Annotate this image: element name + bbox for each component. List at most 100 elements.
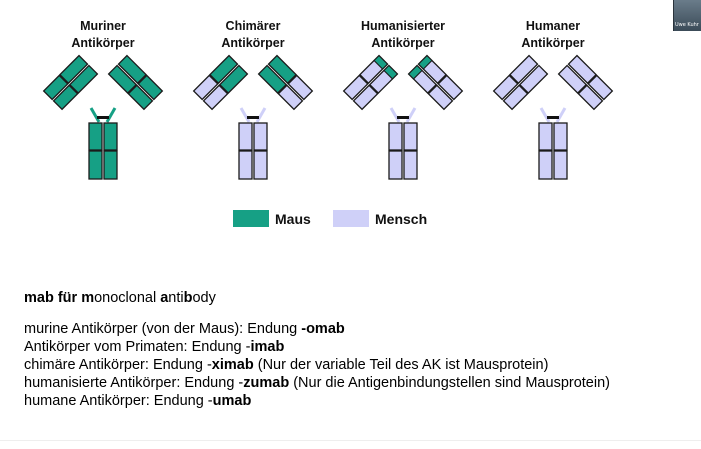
constant-domain	[577, 84, 604, 111]
fc-domain	[103, 122, 118, 151]
suffix-bold: zumab	[243, 375, 290, 391]
fc-domain	[403, 150, 418, 180]
variable-domain	[557, 64, 588, 94]
fab-arm-right	[557, 54, 614, 111]
constant-domain	[342, 74, 369, 101]
disulfide-bridge	[247, 116, 259, 119]
antibody-title-line1: Chimärer	[225, 19, 281, 33]
suffix-line-chimeric: chimäre Antikörper: Endung -ximab (Nur d…	[24, 356, 610, 374]
fab-arm-left	[342, 54, 399, 111]
suffix-line-primate: Antikörper vom Primaten: Endung -imab	[24, 338, 610, 356]
variable-domain	[509, 54, 539, 85]
suffix-bold: -omab	[301, 321, 345, 337]
suffix-text: chimäre Antikörper: Endung -	[24, 357, 212, 373]
heading-bold-5: b	[183, 290, 193, 306]
fc-domain	[238, 122, 253, 151]
webcam-thumbnail[interactable]: Uwe Kuhr	[673, 0, 701, 31]
variable-domain	[68, 64, 99, 94]
legend-label-mouse: Maus	[275, 211, 311, 227]
antibody-title-line2: Antikörper	[521, 36, 585, 50]
suffix-line-human: humane Antikörper: Endung -umab	[24, 392, 610, 410]
antibody-title-line2: Antikörper	[71, 36, 135, 50]
suffix-bold: umab	[212, 393, 252, 409]
suffix-text: humanisierte Antikörper: Endung -	[24, 375, 244, 391]
constant-domain	[277, 84, 304, 111]
cdr-cap	[373, 54, 389, 70]
constant-domain	[202, 84, 229, 111]
variable-domain	[59, 54, 89, 85]
heading-plain-2: onoclonal	[94, 290, 161, 306]
antibody-diagram	[42, 54, 614, 180]
hinge-right	[255, 107, 267, 123]
constant-domain	[42, 74, 69, 101]
fab-arm-left	[192, 54, 249, 111]
variable-domain	[107, 64, 138, 94]
hinge-left	[389, 107, 401, 123]
antibody-humanized	[342, 54, 464, 180]
suffix-text: humane Antikörper: Endung -	[24, 393, 213, 409]
webcam-name: Uwe Kuhr	[675, 22, 699, 28]
fc-domain	[553, 122, 568, 151]
fab-arm-right	[407, 54, 464, 111]
constant-domain	[492, 74, 519, 101]
legend-label-human: Mensch	[375, 211, 428, 227]
spacer	[24, 307, 610, 320]
suffix-note: (Nur die Antigenbindungstellen sind Maus…	[289, 375, 610, 391]
fc-domain	[88, 150, 103, 180]
fc-domain	[388, 150, 403, 180]
antibody-title-murine: Muriner Antikörper	[43, 18, 163, 52]
variable-domain	[267, 54, 297, 85]
constant-domain	[352, 84, 379, 111]
fc-domain	[253, 122, 268, 151]
antibody-title-line1: Humaner	[525, 19, 581, 33]
fc-domain	[403, 122, 418, 151]
fc-domain	[553, 150, 568, 180]
disulfide-bridge	[397, 116, 409, 119]
legend-swatch-human	[333, 210, 369, 227]
antibody-human	[492, 54, 614, 180]
hinge-left	[89, 107, 101, 123]
fab-arm-right	[107, 54, 164, 111]
fab-arm-left	[42, 54, 99, 111]
constant-domain	[127, 84, 154, 111]
cdr-cap	[383, 64, 399, 80]
constant-domain	[427, 84, 454, 111]
legend-swatch-mouse	[233, 210, 269, 227]
variable-domain	[567, 54, 597, 85]
text-block: mab für monoclonal antibody murine Antik…	[24, 289, 610, 410]
fc-domain	[388, 122, 403, 151]
suffix-line-humanized: humanisierte Antikörper: Endung -zumab (…	[24, 374, 610, 392]
suffix-bold: ximab	[211, 357, 254, 373]
antibody-chimeric	[192, 54, 314, 180]
fc-domain	[538, 150, 553, 180]
variable-domain	[117, 54, 147, 85]
constant-domain	[437, 74, 464, 101]
fc-domain	[538, 122, 553, 151]
cdr-cap	[417, 54, 433, 70]
hinge-left	[539, 107, 551, 123]
variable-domain	[209, 54, 239, 85]
hinge-right	[405, 107, 417, 123]
constant-domain	[587, 74, 614, 101]
antibody-title-human: Humaner Antikörper	[493, 18, 613, 52]
heading-plain-4: nti	[168, 290, 184, 306]
mab-heading: mab für monoclonal antibody	[24, 289, 610, 307]
heading-plain-6: ody	[192, 290, 216, 306]
suffix-note: (Nur der variable Teil des AK ist Mauspr…	[253, 357, 549, 373]
fc-domain	[88, 122, 103, 151]
antibody-title-line1: Muriner	[80, 19, 126, 33]
constant-domain	[287, 74, 314, 101]
suffix-text: Antikörper vom Primaten: Endung -	[24, 339, 251, 355]
disulfide-bridge	[97, 116, 109, 119]
antibody-title-line2: Antikörper	[371, 36, 435, 50]
faint-divider	[0, 440, 701, 441]
variable-domain	[518, 64, 549, 94]
suffix-text: murine Antikörper (von der Maus): Endung	[24, 321, 302, 337]
suffix-line-murine: murine Antikörper (von der Maus): Endung…	[24, 320, 610, 338]
antibody-title-line2: Antikörper	[221, 36, 285, 50]
constant-domain	[137, 74, 164, 101]
constant-domain	[52, 84, 79, 111]
disulfide-bridge	[547, 116, 559, 119]
constant-domain	[502, 84, 529, 111]
fab-arm-right	[257, 54, 314, 111]
